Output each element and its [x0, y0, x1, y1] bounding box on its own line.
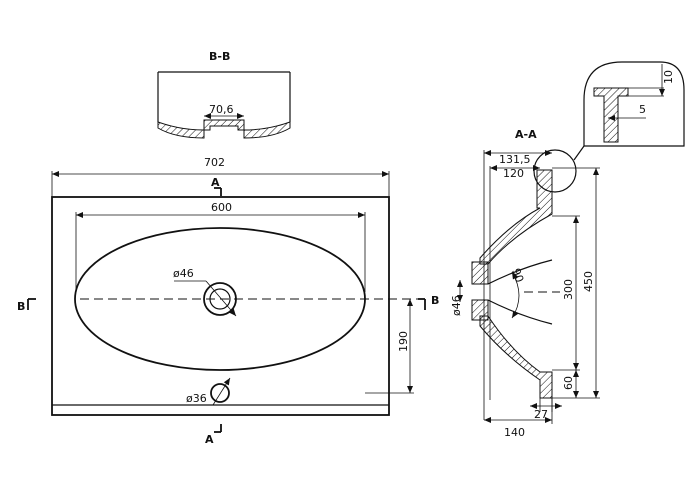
aa-base-label: 27 [534, 408, 548, 421]
tap-leader [212, 377, 231, 406]
marker-b-left: B [17, 300, 25, 313]
detail-frame [583, 61, 685, 147]
inner-width-label: 600 [211, 201, 232, 214]
aa-radius-label: 90 [509, 267, 526, 285]
section-aa-title: A-A [515, 128, 537, 141]
plan-view: 702 A 600 ø46 ø36 190 A B B [17, 156, 439, 446]
aa-radius-arc [511, 271, 520, 319]
aa-inner-curve-bottom [487, 299, 553, 325]
bb-right-hatch [243, 121, 291, 139]
drain-dia-label: ø46 [173, 267, 194, 280]
aa-bowl-label: 300 [562, 279, 575, 300]
aa-total-label: 450 [582, 271, 595, 292]
tap-dia-label: ø36 [186, 392, 207, 405]
section-aa: A-A 131,5 120 90 ø46 300 450 60 27 [450, 128, 600, 439]
drain-outer [203, 282, 237, 316]
detail-callout-circle [533, 149, 577, 193]
detail-side-label: 5 [639, 103, 646, 116]
detail-callout-leader [573, 145, 585, 161]
bb-drain-hatch [203, 119, 245, 131]
aa-drain-lower [471, 299, 489, 321]
marker-a-bottom: A [205, 433, 214, 446]
aa-inner-curve-top [487, 259, 553, 285]
aa-inner-label: 120 [503, 167, 524, 180]
bb-left-hatch [157, 121, 205, 139]
bb-width-label: 70,6 [209, 103, 234, 116]
marker-a-top: A [211, 176, 220, 189]
aa-bottom-label: 60 [562, 376, 575, 390]
aa-drain-upper [471, 261, 489, 285]
aa-lower-wall-hatch [479, 315, 553, 399]
overall-width-label: 702 [204, 156, 225, 169]
aa-width-label: 140 [504, 426, 525, 439]
drain-leader [205, 280, 237, 317]
basin-outline [51, 196, 390, 416]
depth-offset-label: 190 [397, 331, 410, 352]
aa-top-label: 131,5 [499, 153, 531, 166]
section-bb-title: B-B [209, 50, 230, 63]
aa-drain-label: ø46 [450, 295, 463, 316]
section-bb: B-B 70,6 [157, 50, 291, 139]
tap-hole [210, 383, 230, 403]
detail-view: 10 5 [583, 61, 685, 147]
detail-hatch [593, 87, 629, 143]
marker-b-right: B [431, 294, 439, 307]
aa-upper-wall-hatch [479, 169, 553, 265]
detail-top-label: 10 [662, 70, 675, 84]
drain-inner [209, 288, 231, 310]
